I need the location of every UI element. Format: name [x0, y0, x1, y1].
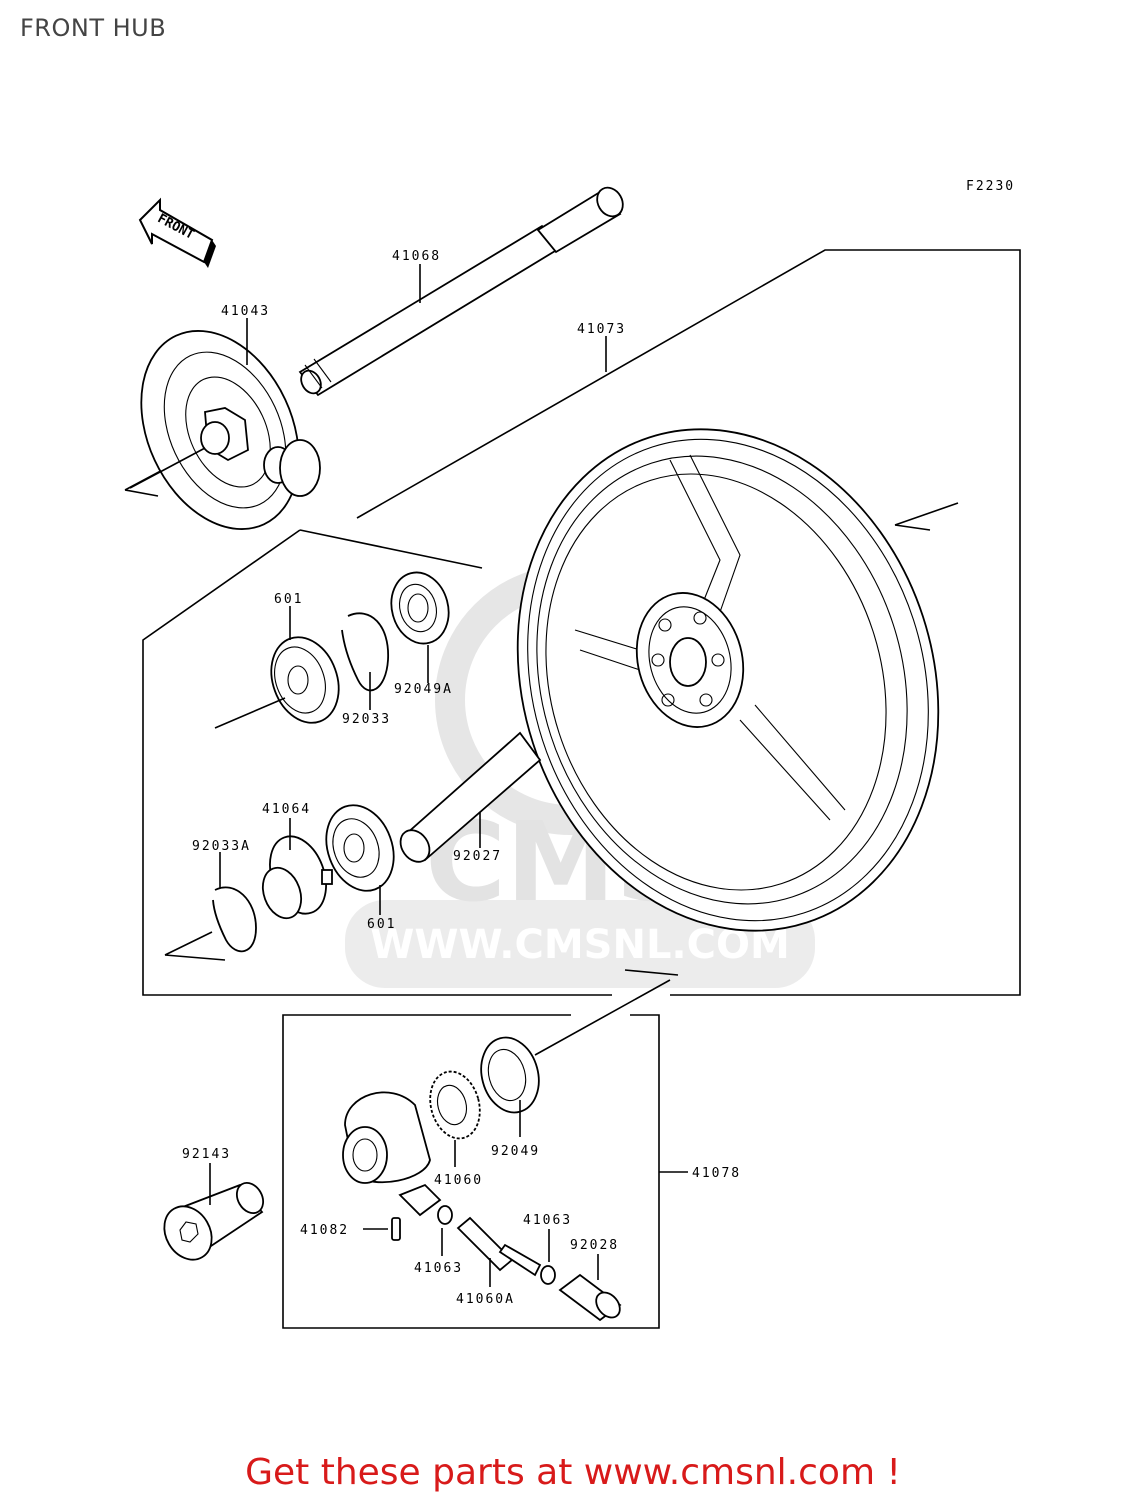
label-41043: 41043	[221, 304, 270, 319]
circlip-92033A	[164, 886, 257, 961]
seal-92049	[480, 1036, 540, 1114]
label-92033A: 92033A	[192, 839, 251, 854]
page-title: FRONT HUB	[20, 14, 167, 42]
axle	[298, 186, 624, 397]
label-41060A: 41060A	[456, 1292, 515, 1307]
collar-41064	[261, 835, 333, 920]
label-92028: 92028	[570, 1238, 619, 1253]
front-arrow-icon: FRONT	[138, 197, 216, 268]
label-601-bottom: 601	[367, 917, 396, 932]
label-92033: 92033	[342, 712, 391, 727]
seal-92049A	[390, 571, 450, 645]
label-601-top: 601	[274, 592, 303, 607]
ref-code: F2230	[966, 179, 1015, 194]
small-parts	[391, 1205, 622, 1322]
label-41060: 41060	[434, 1173, 483, 1188]
gearbox-frame	[282, 969, 688, 1329]
label-92049: 92049	[491, 1144, 540, 1159]
gear-41060	[429, 1070, 481, 1140]
label-41073: 41073	[577, 322, 626, 337]
label-41068: 41068	[392, 249, 441, 264]
bolt-92143	[163, 1163, 265, 1261]
spacer-92027	[399, 731, 542, 863]
gear-housing	[342, 1091, 442, 1217]
label-41082: 41082	[300, 1223, 349, 1238]
label-41063-bottom: 41063	[414, 1261, 463, 1276]
parts-diagram: CMS WWW.CMSNL.COM F2230 FRONT	[124, 179, 1021, 1329]
watermark-url: WWW.CMSNL.COM	[370, 922, 790, 968]
bearing-top	[214, 636, 340, 729]
label-92027: 92027	[453, 849, 502, 864]
bearing-bottom	[325, 804, 395, 892]
label-41078: 41078	[692, 1166, 741, 1181]
circlip-92033	[341, 612, 389, 692]
label-92049A: 92049A	[394, 682, 453, 697]
label-92143: 92143	[182, 1147, 231, 1162]
label-41064: 41064	[262, 802, 311, 817]
label-41063-top: 41063	[523, 1213, 572, 1228]
footer-promo-link[interactable]: Get these parts at www.cmsnl.com !	[245, 1452, 901, 1493]
wheel	[516, 428, 959, 932]
gearbox-leader-lines	[363, 1100, 599, 1287]
leader-lines	[219, 264, 607, 915]
hub-cover	[129, 330, 321, 530]
